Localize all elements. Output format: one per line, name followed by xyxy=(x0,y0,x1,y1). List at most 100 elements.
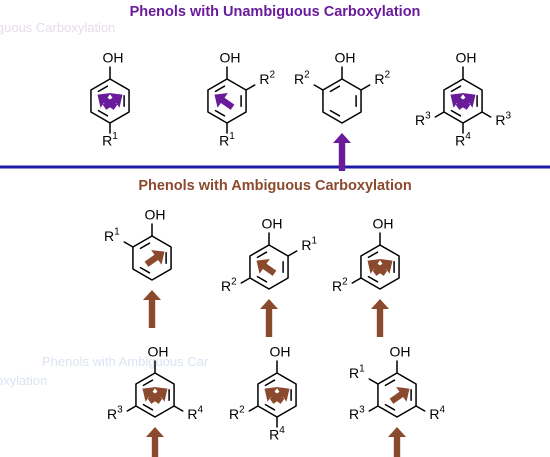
substituent-bond xyxy=(123,241,134,248)
substituent-label: R2 xyxy=(294,69,310,87)
substituent-bond xyxy=(415,405,426,412)
carboxylation-site-arrow-icon xyxy=(147,386,168,404)
double-bond xyxy=(329,109,341,117)
hydroxyl-label: OH xyxy=(335,50,356,66)
hydroxyl-label: OH xyxy=(220,50,241,66)
substituent-bond xyxy=(248,405,259,412)
double-bond xyxy=(256,251,268,259)
substituent-bond xyxy=(481,111,492,118)
benzene-ring-icon xyxy=(135,372,175,418)
double-bond xyxy=(97,85,109,93)
substituent-label: R3 xyxy=(107,404,123,422)
double-bond xyxy=(384,379,396,387)
substituent-label: R2 xyxy=(332,276,348,294)
double-bond xyxy=(139,266,151,274)
carboxylation-site-arrow-icon xyxy=(214,92,235,110)
substituent-label: R4 xyxy=(269,425,285,443)
double-bond xyxy=(450,109,462,117)
carboxylation-site-arrow-icon xyxy=(260,299,278,337)
substituent-label-superscript: 2 xyxy=(384,69,390,80)
substituent-label-superscript: 3 xyxy=(359,404,365,415)
para-substituted-phenol: OH R1 xyxy=(90,50,130,149)
ghost-text-bottom-2: oxylation xyxy=(0,373,47,388)
substituent-bond xyxy=(287,250,298,257)
double-bond xyxy=(367,275,379,283)
substituent-label: R2 xyxy=(374,69,390,87)
substituent-label: R3 xyxy=(415,110,431,128)
substituent-label-superscript: 4 xyxy=(197,404,203,415)
substituent-label-superscript: 2 xyxy=(239,404,245,415)
substituent-label-superscript: 2 xyxy=(304,69,310,80)
hydroxyl-label: OH xyxy=(103,50,124,66)
double-bond xyxy=(264,403,276,411)
substituent-label: R1 xyxy=(102,131,118,149)
substituent-bond xyxy=(173,405,184,412)
substituent-label: R4 xyxy=(455,131,471,149)
substituent-label-superscript: 3 xyxy=(117,404,123,415)
carboxylation-site-arrow-icon xyxy=(143,290,161,328)
double-bond xyxy=(256,275,268,283)
meta-substituted-phenol: OH R2 xyxy=(332,216,400,337)
substituent-bond xyxy=(360,84,371,91)
section-title-ambiguous: Phenols with Ambiguous Carboxylation xyxy=(138,178,411,194)
carboxylation-site-arrow-icon xyxy=(371,299,389,337)
substituent-bond xyxy=(368,378,379,385)
di-meta-substituted-phenol: OH R3 R4 xyxy=(107,344,203,457)
section-title-unambiguous: Phenols with Unambiguous Carboxylation xyxy=(130,4,421,20)
substituent-bond xyxy=(240,277,251,284)
substituent-label-superscript: 4 xyxy=(465,131,471,142)
substituent-bond xyxy=(245,84,256,91)
carboxylation-site-arrow-icon xyxy=(144,249,165,267)
hydroxyl-label: OH xyxy=(145,207,166,223)
substituent-bond xyxy=(368,405,379,412)
double-bond xyxy=(142,403,154,411)
double-bond xyxy=(367,251,379,259)
double-bond xyxy=(450,85,462,93)
double-bond xyxy=(214,109,226,117)
substituent-label: R3 xyxy=(349,404,365,422)
double-bond xyxy=(97,109,109,117)
carboxylation-site-arrow-icon xyxy=(372,258,393,276)
carboxylation-site-arrow-icon xyxy=(455,92,476,110)
hydroxyl-label: OH xyxy=(262,216,283,232)
substituent-label-superscript: 1 xyxy=(311,235,317,246)
double-bond xyxy=(139,242,151,250)
substituent-label-superscript: 1 xyxy=(229,131,235,142)
substituent-label: R3 xyxy=(495,110,511,128)
double-bond xyxy=(384,403,396,411)
benzene-ring-icon xyxy=(360,244,400,290)
substituent-bond xyxy=(434,111,445,118)
substituent-label: R4 xyxy=(187,404,203,422)
substituent-bond xyxy=(126,405,137,412)
carboxylation-site-arrow-icon xyxy=(389,386,410,404)
carboxylation-site-arrow-icon xyxy=(333,133,351,171)
substituent-bond xyxy=(313,84,324,91)
substituent-label-superscript: 1 xyxy=(112,131,118,142)
substituent-label-superscript: 1 xyxy=(114,226,120,237)
carboxylation-site-arrow-icon xyxy=(146,427,164,457)
substituent-label-superscript: 3 xyxy=(505,110,511,121)
carboxylation-site-arrow-icon xyxy=(388,427,406,457)
carboxylation-site-arrow-icon xyxy=(256,258,277,276)
di-ortho-substituted-phenol: OH R2 R2 xyxy=(294,50,390,171)
substituent-bond xyxy=(351,277,362,284)
hydroxyl-label: OH xyxy=(456,50,477,66)
substituent-label: R1 xyxy=(301,235,317,253)
substituent-label-superscript: 2 xyxy=(231,276,237,287)
double-bond xyxy=(142,379,154,387)
hydroxyl-label: OH xyxy=(373,216,394,232)
substituent-label: R2 xyxy=(221,276,237,294)
substituent-label-superscript: 2 xyxy=(269,69,275,80)
substituent-label: R1 xyxy=(104,226,120,244)
carboxylation-site-arrow-icon xyxy=(269,386,290,404)
hydroxyl-label: OH xyxy=(390,344,411,360)
hydroxyl-label: OH xyxy=(148,344,169,360)
substituent-label-superscript: 1 xyxy=(359,363,365,374)
hydroxyl-label: OH xyxy=(270,344,291,360)
